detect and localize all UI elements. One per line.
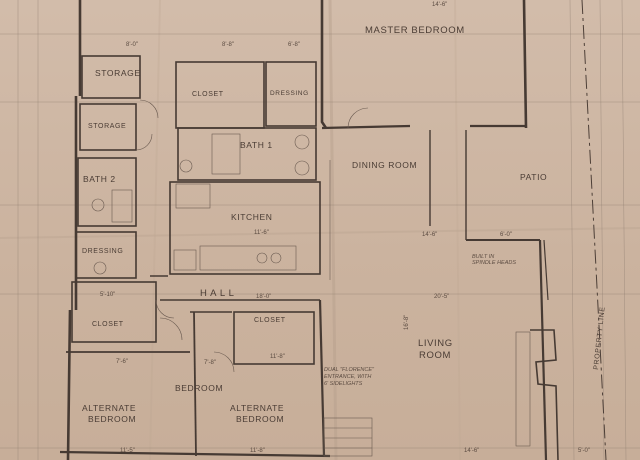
dim-top-4: 14'-6" (432, 2, 447, 8)
label-patio: PATIO (520, 172, 547, 182)
dim-alt-1: 7'-6" (116, 359, 128, 365)
label-alternate-2: ALTERNATE (230, 403, 284, 413)
note-entrance-2: ENTRANCE, WITH (324, 374, 371, 380)
dim-alt-3: 11'-8" (270, 354, 285, 360)
label-room: ROOM (419, 350, 451, 361)
dim-patio: 6'-0" (500, 232, 512, 238)
dim-living-width: 20'-5" (434, 294, 449, 300)
label-bedroom-2: BEDROOM (236, 414, 284, 424)
label-storage-top: STORAGE (95, 68, 141, 78)
dim-kitchen: 11'-6" (254, 230, 269, 236)
dim-living-height: 16'-8" (404, 315, 410, 330)
dim-bottom-3: 14'-6" (464, 448, 479, 454)
note-built-in-2: SPINDLE HEADS (472, 260, 516, 266)
label-living: LIVING (418, 338, 453, 349)
label-master-bedroom: MASTER BEDROOM (365, 25, 465, 36)
label-hall: H A L L (200, 288, 234, 299)
dimension-labels: 8'-0" 8'-8" 6'-8" 14'-6" 11'-6" 14'-6" 6… (100, 2, 590, 454)
exterior-walls (59, 0, 548, 460)
note-entrance-1: DUAL "FLORENCE" (324, 367, 375, 373)
label-bath-2: BATH 2 (83, 174, 116, 184)
note-built-in-1: BUILT IN (472, 254, 494, 260)
dim-dining: 14'-6" (422, 232, 437, 238)
dim-top-2: 8'-8" (222, 42, 234, 48)
label-bedroom-center: BEDROOM (175, 383, 223, 393)
interior-walls (66, 0, 607, 460)
label-property-line: PROPERTY LINE (593, 306, 607, 370)
label-closet-hall: CLOSET (254, 317, 286, 324)
label-closet-left: CLOSET (92, 321, 124, 328)
label-kitchen: KITCHEN (231, 212, 273, 222)
dim-right-1: 5'-0" (578, 448, 590, 454)
label-bedroom-1: BEDROOM (88, 414, 136, 424)
annotations: DUAL "FLORENCE" ENTRANCE, WITH 6' SIDELI… (324, 254, 516, 387)
dim-top-3: 6'-8" (288, 42, 300, 48)
label-dining-room: DINING ROOM (352, 160, 417, 170)
dim-closet-left: 5'-10" (100, 292, 115, 298)
label-dressing-top: DRESSING (270, 90, 309, 97)
note-entrance-3: 6' SIDELIGHTS (324, 381, 363, 387)
dim-hall: 18'-0" (256, 294, 271, 300)
dim-bottom-1: 11'-5" (120, 448, 135, 454)
dim-alt-2: 7'-8" (204, 360, 216, 366)
dim-bottom-2: 11'-8" (250, 448, 265, 454)
label-closet-top: CLOSET (192, 91, 224, 98)
label-dressing-left: DRESSING (82, 248, 123, 255)
label-storage-mid: STORAGE (88, 123, 126, 130)
label-bath-1: BATH 1 (240, 140, 273, 150)
room-labels: MASTER BEDROOM STORAGE STORAGE CLOSET DR… (82, 25, 607, 424)
label-alternate-1: ALTERNATE (82, 403, 136, 413)
dim-top-1: 8'-0" (126, 42, 138, 48)
